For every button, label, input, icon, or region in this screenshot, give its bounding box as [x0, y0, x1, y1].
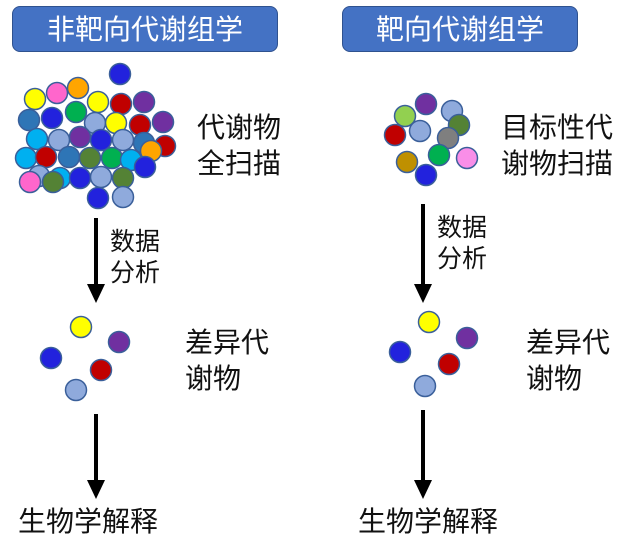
metabolite-circle — [455, 146, 479, 170]
metabolite-circle — [45, 81, 69, 105]
metabolite-circle — [89, 128, 113, 152]
metabolite-circle — [132, 90, 156, 114]
metabolite-circle — [108, 62, 132, 86]
metabolite-circle — [18, 170, 42, 194]
arrow-left-analysis — [87, 218, 105, 303]
metabolite-circle — [395, 150, 419, 174]
metabolite-circle — [34, 145, 58, 169]
metabolite-circle — [133, 155, 157, 179]
metabolite-circle — [68, 125, 92, 149]
metabolite-circle — [455, 326, 479, 350]
differential-cluster-right — [388, 310, 479, 398]
metabolite-circle — [64, 378, 88, 402]
data-analysis-label-right: 数据 分析 — [437, 213, 488, 273]
metabolite-circle — [89, 358, 113, 382]
metabolite-circle — [41, 170, 65, 194]
targeted-scan-label: 目标性代 谢物扫描 — [501, 111, 614, 180]
biological-interpretation-left: 生物学解释 — [18, 505, 159, 538]
differential-metabolites-label-right: 差异代 谢物 — [526, 326, 611, 395]
metabolite-circle — [111, 166, 135, 190]
data-analysis-label-left: 数据 分析 — [110, 227, 161, 287]
targeted-metabolomics-header: 靶向代谢组学 — [342, 6, 578, 52]
metabolite-circle — [66, 76, 90, 100]
metabolite-circle — [23, 87, 47, 111]
metabolite-circle — [437, 352, 461, 376]
metabolite-circle — [86, 186, 110, 210]
metabolite-circle — [14, 146, 38, 170]
untargeted-scan-label: 代谢物 全扫描 — [197, 111, 282, 180]
metabolite-circle — [64, 100, 88, 124]
metabolite-circle — [408, 119, 432, 143]
differential-metabolites-label-left: 差异代 谢物 — [185, 326, 270, 395]
differential-cluster-left — [39, 315, 131, 402]
metabolite-circle — [417, 310, 441, 334]
metabolite-circle — [78, 146, 102, 170]
metabolite-circle — [109, 92, 133, 116]
untargeted-scan-cluster — [14, 62, 177, 210]
arrow-right-interpretation — [414, 410, 432, 499]
metabolite-circle — [57, 145, 81, 169]
targeted-scan-cluster — [383, 92, 479, 187]
metabolite-circle — [393, 104, 417, 128]
metabolite-circle — [151, 110, 175, 134]
metabolite-circle — [89, 165, 113, 189]
metabolite-circle — [414, 163, 438, 187]
metabolite-circle — [107, 330, 131, 354]
metabolite-circle — [111, 128, 135, 152]
untargeted-metabolomics-header: 非靶向代谢组学 — [12, 6, 278, 52]
metabolite-circle — [25, 127, 49, 151]
arrow-right-analysis — [414, 204, 432, 303]
metabolite-circle — [86, 90, 110, 114]
metabolite-circle — [388, 340, 412, 364]
arrow-left-interpretation — [87, 414, 105, 499]
metabolite-circles — [14, 62, 479, 402]
metabolite-circle — [39, 346, 63, 370]
metabolite-circle — [413, 374, 437, 398]
metabolite-circle — [427, 143, 451, 167]
metabolite-circle — [68, 166, 92, 190]
metabolite-circle — [383, 123, 407, 147]
metabolite-circle — [40, 106, 64, 130]
metabolite-circle — [69, 315, 93, 339]
biological-interpretation-right: 生物学解释 — [358, 505, 499, 538]
metabolite-circle — [17, 108, 41, 132]
metabolite-circle — [100, 146, 124, 170]
metabolite-circle — [414, 92, 438, 116]
metabolite-circle — [111, 185, 135, 209]
